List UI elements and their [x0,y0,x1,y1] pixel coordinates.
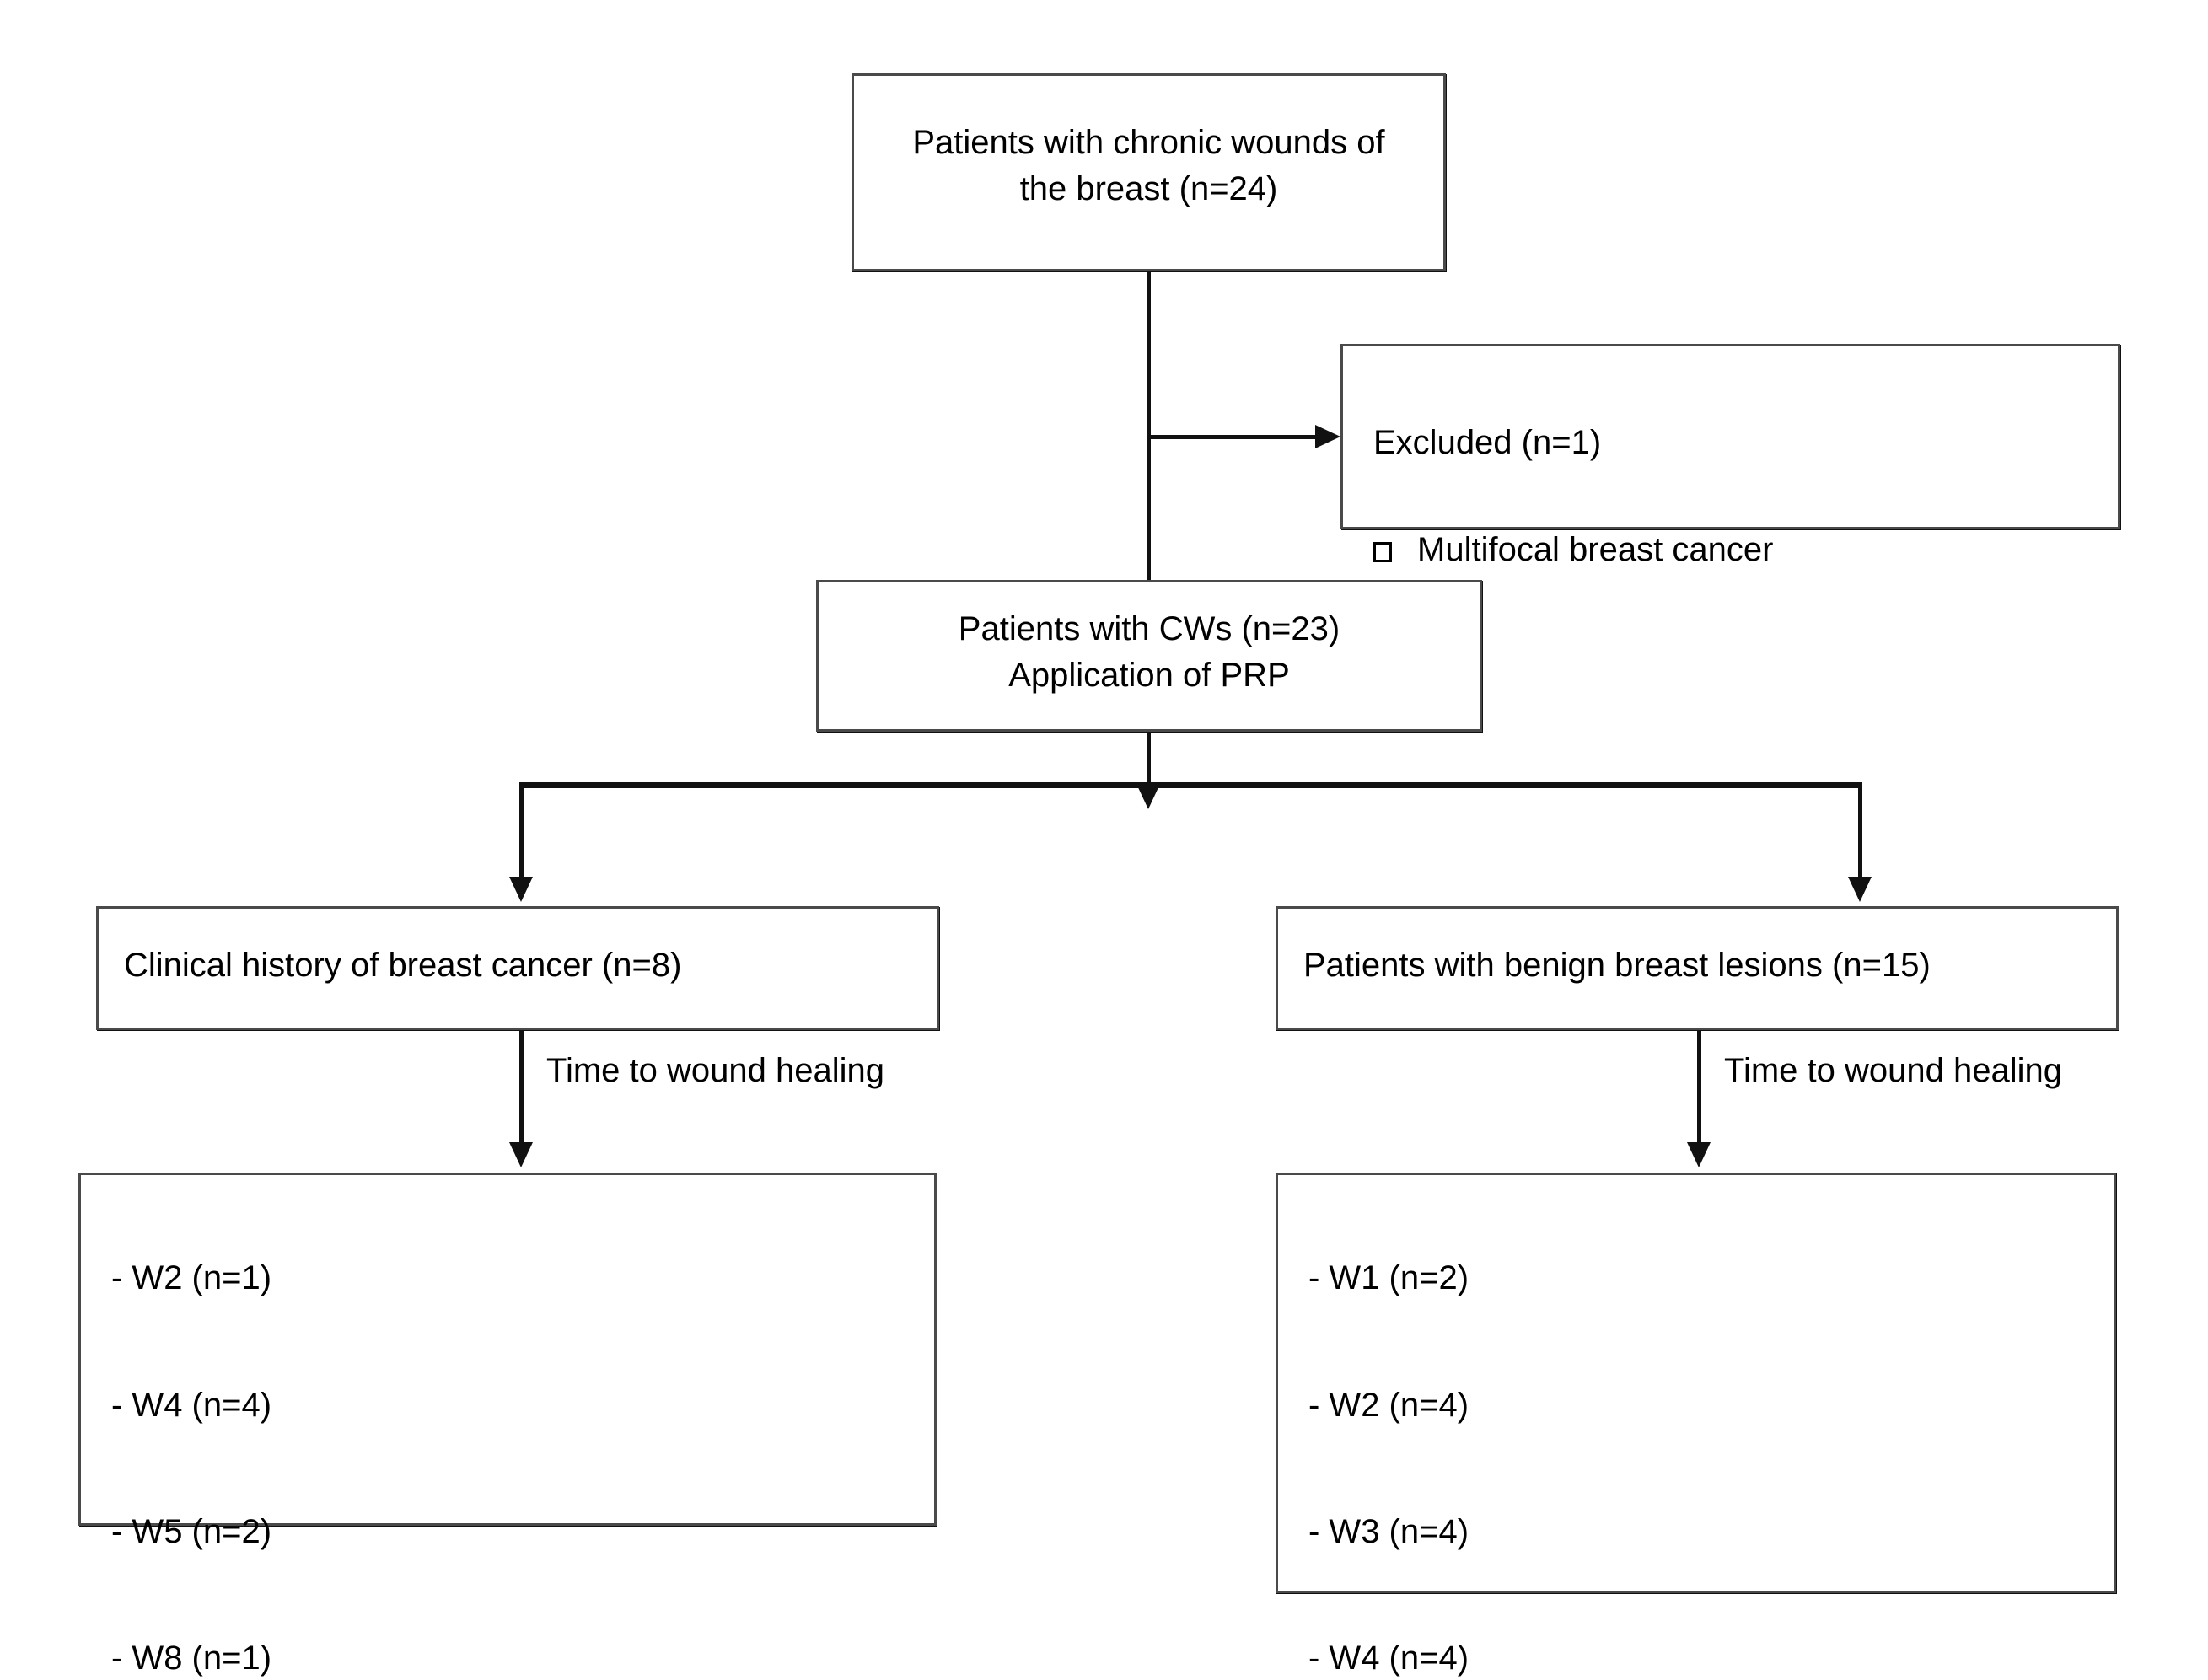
arrowhead-right-group [1848,877,1872,902]
list-item: - W4 (n=4) [1308,1640,1469,1677]
node-excluded-body: Excluded (n=1) Multifocal breast cancer [1343,373,2118,620]
node-left-healing-times: - W2 (n=1) - W4 (n=4) - W5 (n=2) - W8 (n… [78,1173,937,1677]
list-item: - W4 (n=4) [111,1386,272,1424]
edge-label-right-time-to-healing: Time to wound healing [1724,1052,2062,1089]
node-patients-cws-prp: Patients with CWs (n=23) Application of … [816,580,1482,732]
node-patients-chronic-wounds: Patients with chronic wounds of the brea… [852,73,1446,271]
connector-mid-stem [1147,732,1151,804]
node-top-label: Patients with chronic wounds of the brea… [912,124,1385,208]
arrowhead-right-results [1687,1142,1711,1167]
list-item: - W8 (n=1) [111,1640,272,1677]
connector-left-group-to-results [519,1030,524,1148]
node-benign-breast-lesions: Patients with benign breast lesions (n=1… [1276,906,2119,1030]
node-right-healing-times: - W1 (n=2) - W2 (n=4) - W3 (n=4) - W4 (n… [1276,1173,2116,1677]
connector-top-to-mid [1147,271,1151,580]
connector-split-right-leg [1858,782,1862,881]
connector-split-left-leg [519,782,524,881]
list-item: - W2 (n=4) [1308,1386,1469,1424]
node-mid-label: Patients with CWs (n=23) Application of … [958,610,1340,695]
connector-right-group-to-results [1697,1030,1701,1148]
node-left-results-list: - W2 (n=1) - W4 (n=4) - W5 (n=2) - W8 (n… [81,1209,934,1680]
edge-label-left-time-to-healing: Time to wound healing [546,1052,884,1089]
empty-square-bullet-icon [1373,541,1392,562]
list-item: - W5 (n=2) [111,1512,272,1550]
arrowhead-mid-split [1136,784,1160,809]
node-excluded-bullet-label: Multifocal breast cancer [1417,530,1774,568]
node-excluded-bullet-row: Multifocal breast cancer [1373,527,2118,573]
node-right-group-label: Patients with benign breast lesions (n=1… [1303,947,1931,984]
node-excluded-heading: Excluded (n=1) [1373,424,1602,462]
connector-split-bar [519,782,1862,788]
list-item: - W3 (n=4) [1308,1512,1469,1550]
arrowhead-left-results [509,1142,533,1167]
node-clinical-history-breast-cancer: Clinical history of breast cancer (n=8) [96,906,939,1030]
node-excluded: Excluded (n=1) Multifocal breast cancer [1340,344,2120,568]
node-right-results-list: - W1 (n=2) - W2 (n=4) - W3 (n=4) - W4 (n… [1278,1209,2114,1680]
arrowhead-to-excluded [1315,425,1340,448]
node-left-group-label: Clinical history of breast cancer (n=8) [124,947,682,984]
list-item: - W2 (n=1) [111,1259,272,1297]
arrowhead-left-group [509,877,533,902]
connector-top-to-excluded [1147,435,1317,439]
list-item: - W1 (n=2) [1308,1259,1469,1297]
